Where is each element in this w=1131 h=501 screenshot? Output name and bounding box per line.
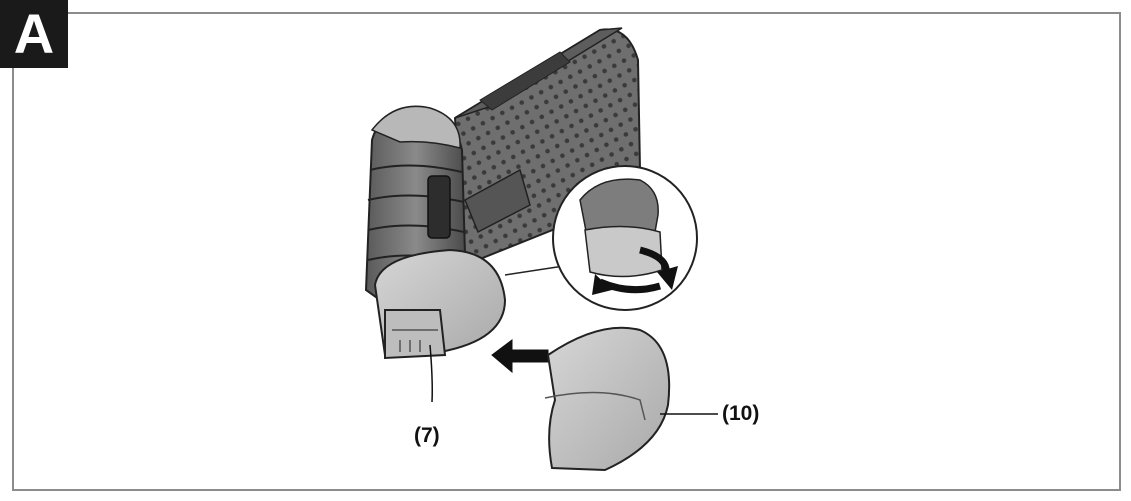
- push-arrow-icon: [491, 339, 549, 374]
- callout-label-7: (7): [414, 424, 440, 447]
- detail-zoom-inset: [504, 165, 698, 311]
- callout-label-10: (10): [722, 402, 760, 425]
- leader-line-7: [429, 344, 433, 403]
- separate-guard: [544, 326, 671, 472]
- panel-letter-tag: A: [0, 0, 68, 68]
- mounted-guard: [373, 248, 507, 360]
